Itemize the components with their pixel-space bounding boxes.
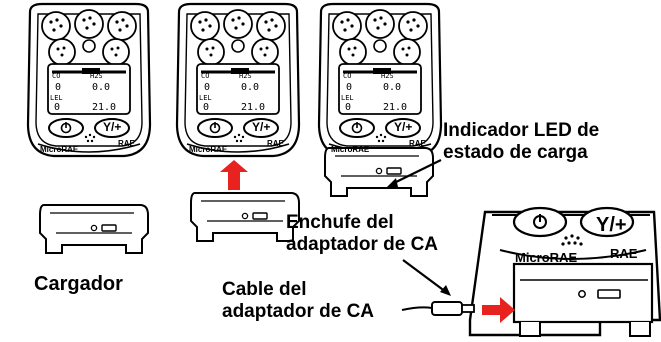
- detector-1: [26, 2, 152, 158]
- lcd-h2s-value-3: 0.0: [383, 82, 401, 93]
- detector-3-docked: [317, 2, 443, 197]
- lcd-h2s-label-1: H2S: [90, 72, 103, 80]
- lcd-lel-label-3: LEL: [341, 94, 354, 102]
- leader-led: [391, 159, 442, 185]
- lcd-co-value-3: 0: [346, 82, 352, 93]
- logo-text-zoom: RAE: [610, 246, 638, 261]
- adapter-plug-label: Enchufe del adaptador de CA: [286, 212, 438, 256]
- lcd-o2-value-1: 21.0: [92, 102, 116, 113]
- adapter-cable-label-line2: adaptador de CA: [222, 300, 375, 322]
- led-indicator-label-line2: estado de carga: [443, 141, 588, 163]
- adapter-plug-label-line1: Enchufe del: [286, 212, 394, 233]
- lcd-o2-value-3: 21.0: [383, 102, 407, 113]
- lcd-lel-value-1: 0: [54, 102, 60, 113]
- adapter-cable-label-line1: Cable del: [222, 279, 307, 300]
- lcd-h2s-label-3: H2S: [381, 72, 394, 80]
- lcd-h2s-value-1: 0.0: [92, 82, 110, 93]
- leader-plug: [402, 259, 447, 293]
- logo-text-2: RAE: [267, 139, 285, 148]
- lcd-lel-label-2: LEL: [199, 94, 212, 102]
- lcd-h2s-label-2: H2S: [239, 72, 252, 80]
- led-indicator-label: Indicador LED de estado de carga: [443, 120, 599, 164]
- mode-button-label-3: Y/+: [394, 120, 412, 134]
- adapter-cable-label: Cable del adaptador de CA: [222, 279, 374, 323]
- lcd-co-label-1: CO: [52, 72, 60, 80]
- charger-cradle: [39, 204, 149, 254]
- lcd-h2s-value-2: 0.0: [241, 82, 259, 93]
- adapter-plug-label-line2: adaptador de CA: [286, 233, 439, 255]
- brand-text-2: MicroRAE: [189, 145, 228, 154]
- mode-button-labels: Y/+ Y/+ Y/+ Y/+: [103, 120, 627, 236]
- lcd-o2-value-2: 21.0: [241, 102, 265, 113]
- detector-2: [175, 2, 301, 158]
- lcd-lel-label-1: LEL: [50, 94, 63, 102]
- red-arrow-up: [220, 160, 248, 190]
- logo-text-3: RAE: [409, 139, 427, 148]
- lcd-lel-value-3: 0: [345, 102, 351, 113]
- lcd-co-label-3: CO: [343, 72, 351, 80]
- brand-text-zoom: MicroRAE: [515, 250, 577, 265]
- lcd-1: CO H2S 0 0.0 LEL 0 21.0: [50, 72, 116, 113]
- lcd-co-value-1: 0: [55, 82, 61, 93]
- mode-button-label-1: Y/+: [103, 120, 121, 134]
- led-indicator-label-line1: Indicador LED de: [443, 120, 600, 141]
- lcd-lel-value-2: 0: [203, 102, 209, 113]
- brand-text-3: MicroRAE: [331, 145, 370, 154]
- ac-adapter-plug: [401, 301, 475, 316]
- cradle-docking: [190, 192, 300, 242]
- lcd-co-value-2: 0: [204, 82, 210, 93]
- logo-text-1: RAE: [118, 139, 136, 148]
- mode-button-label-zoom: Y/+: [596, 214, 627, 236]
- brand-text-1: MicroRAE: [40, 145, 79, 154]
- zoomed-detector: [468, 206, 661, 337]
- logo-texts: RAE RAE RAE RAE: [118, 139, 638, 261]
- lcd-co-label-2: CO: [201, 72, 209, 80]
- lcd-2: CO H2S 0 0.0 LEL 0 21.0: [199, 72, 265, 113]
- lcd-3: CO H2S 0 0.0 LEL 0 21.0: [341, 72, 407, 113]
- red-arrow-right: [482, 297, 515, 323]
- mode-button-label-2: Y/+: [252, 120, 270, 134]
- brand-texts: MicroRAE MicroRAE MicroRAE MicroRAE: [40, 145, 577, 265]
- charger-label: Cargador: [34, 273, 123, 295]
